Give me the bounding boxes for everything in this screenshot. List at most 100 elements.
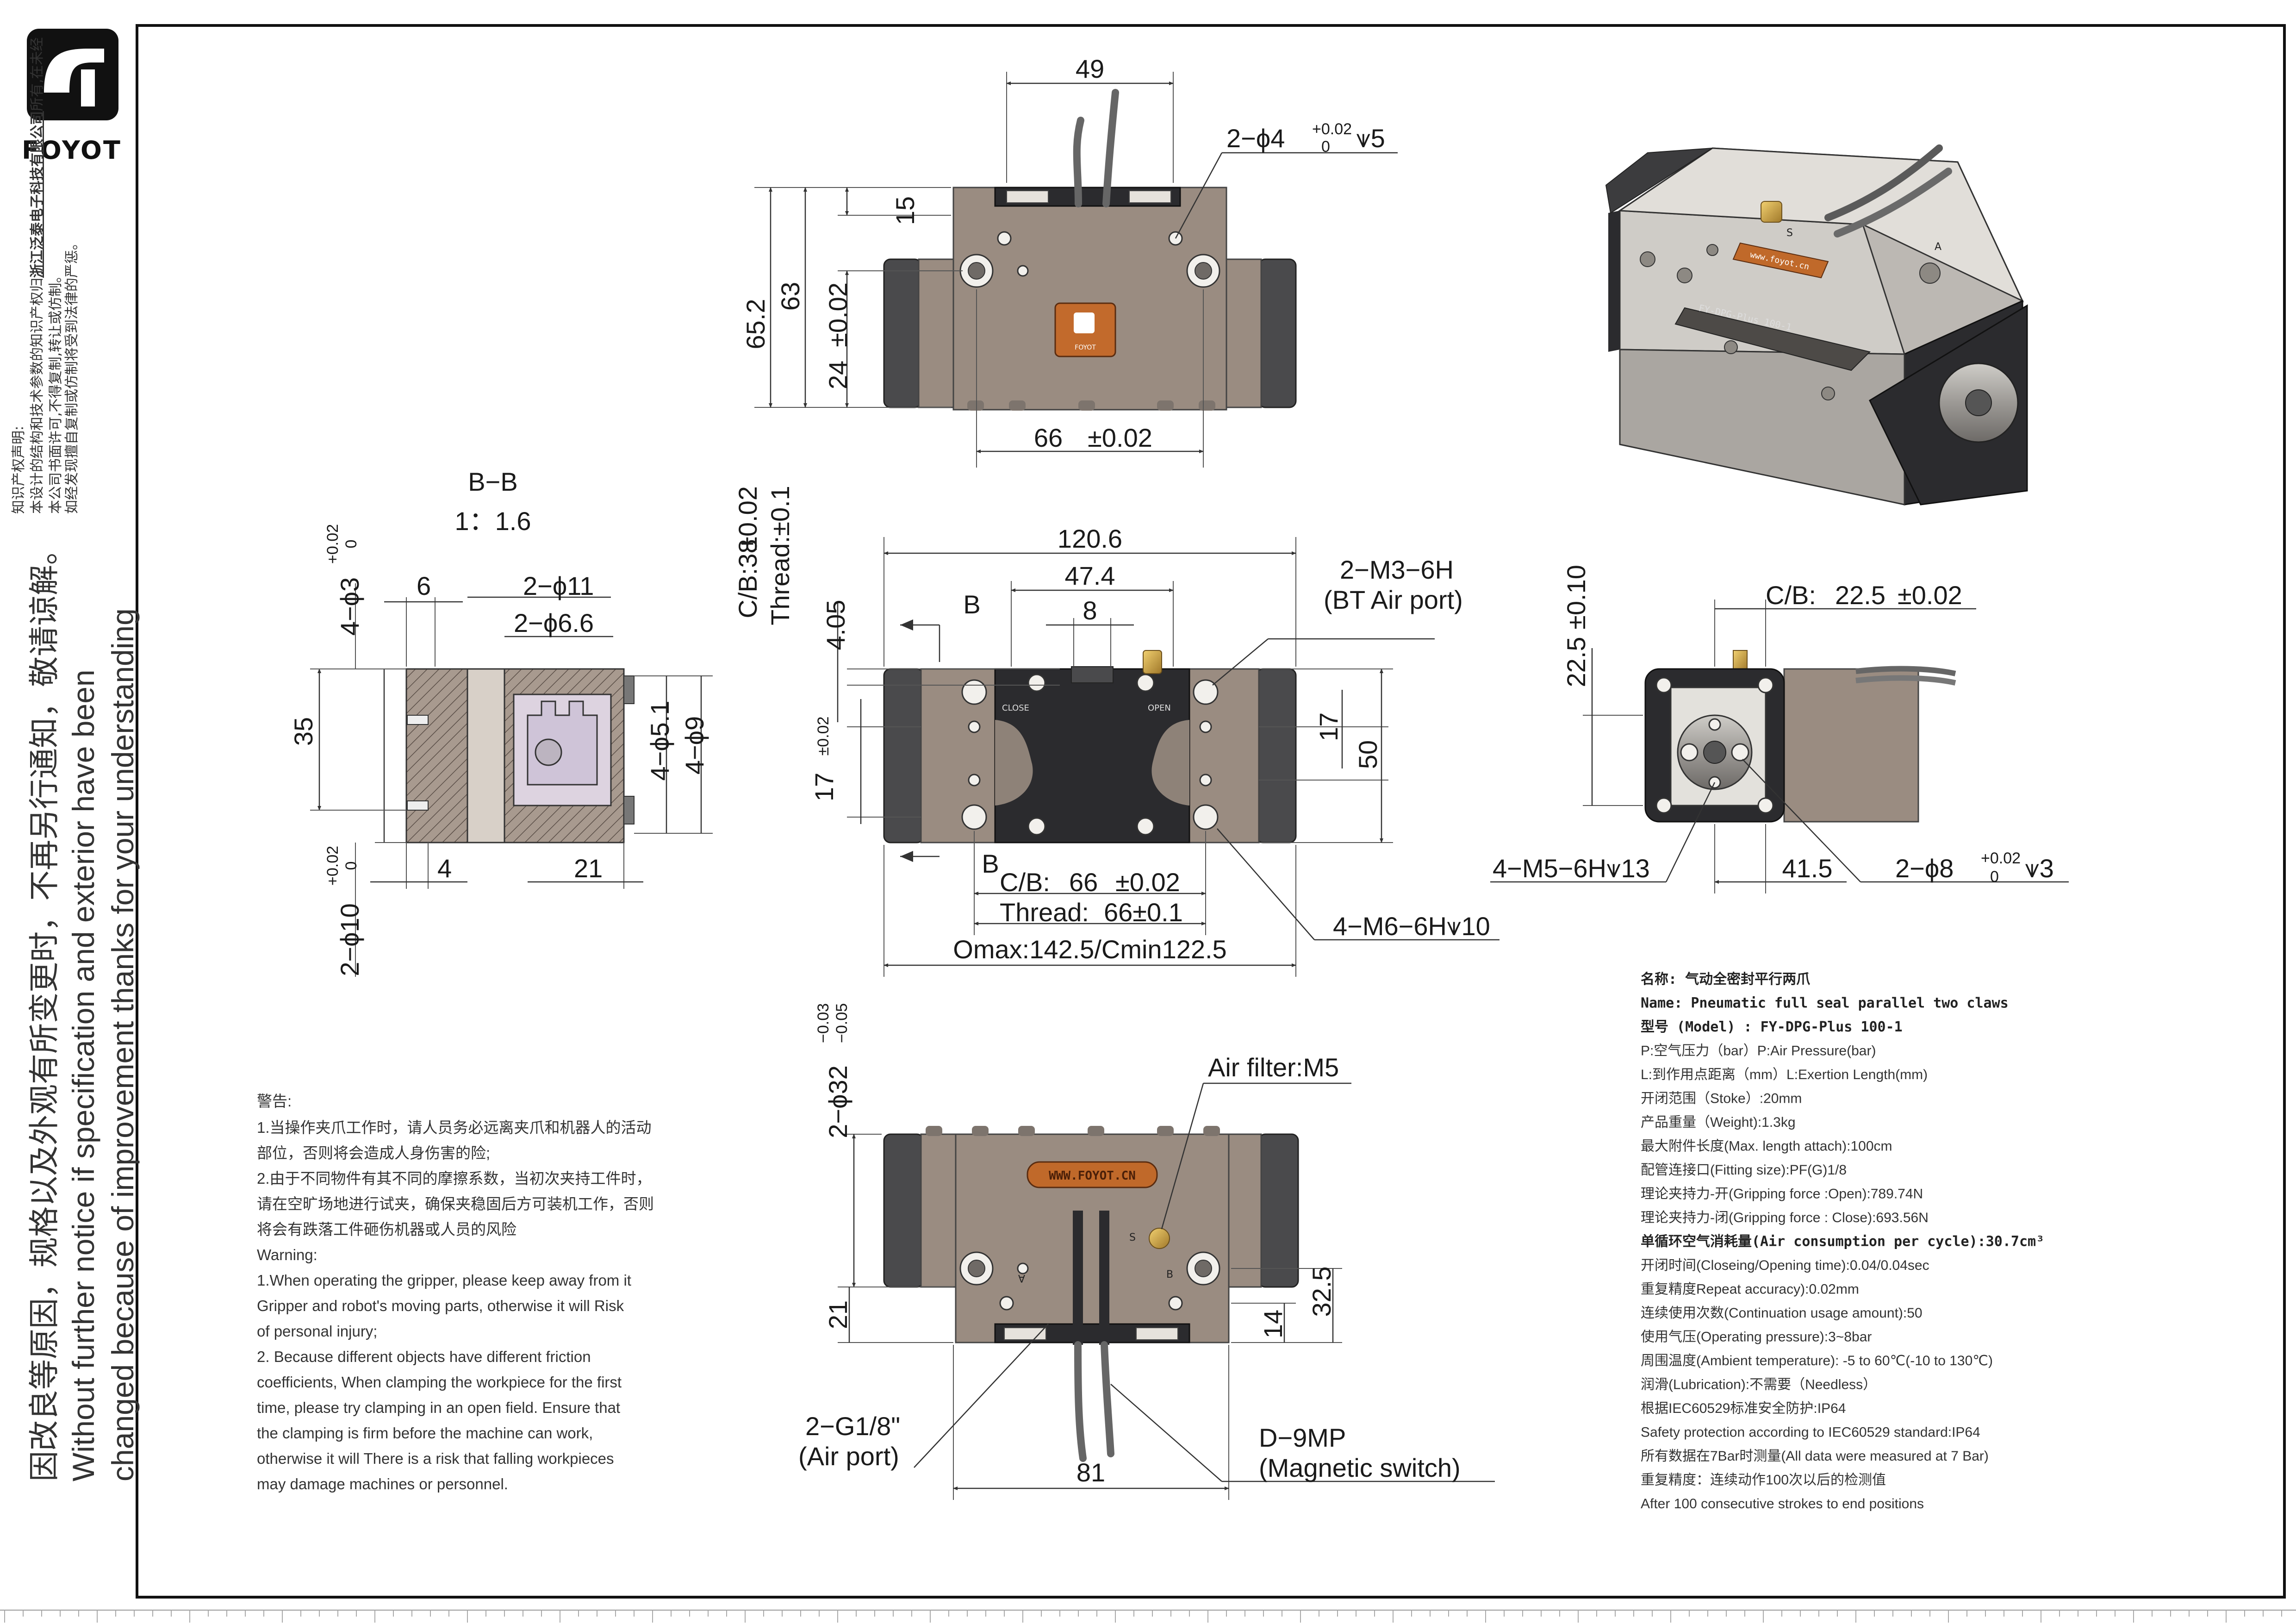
note-2x8: 2−ϕ8 bbox=[1895, 854, 1954, 883]
dim-65-2: 65.2 bbox=[741, 299, 770, 350]
dim-17-left-tol: ±0.02 bbox=[815, 717, 832, 756]
dim-omax: Omax:142.5/Cmin122.5 bbox=[953, 935, 1226, 964]
warn-en2: 2. Because different objects have differ… bbox=[257, 1348, 591, 1365]
dim-22-5-tol: ±0.10 bbox=[1562, 565, 1591, 630]
note-air-filter: Air filter:M5 bbox=[1208, 1053, 1339, 1082]
dim-63: 63 bbox=[776, 282, 805, 311]
spec-line: 产品重量（Weight):1.3kg bbox=[1641, 1115, 1796, 1130]
warn-en-title: Warning: bbox=[257, 1246, 317, 1263]
note-m3: 2−M3−6H bbox=[1340, 555, 1454, 584]
spec-line: 配管连接口(Fitting size):PF(G)1/8 bbox=[1641, 1162, 1847, 1178]
ip-line3: 如经发现擅自复制或仿制将受到法律的严惩。 bbox=[64, 236, 80, 514]
iso-port-s: S bbox=[1786, 227, 1793, 239]
dim-41-5: 41.5 bbox=[1782, 854, 1833, 883]
warnings-block: 警告: 1.当操作夹爪工作时，请人员务必远离夹爪和机器人的活动 部位，否则将会造… bbox=[257, 1093, 654, 1493]
bottom-port-b: B bbox=[1166, 1269, 1173, 1280]
note-air-port-2: (Air port) bbox=[798, 1442, 899, 1471]
dim-thread-0-1: Thread:±0.1 bbox=[765, 486, 795, 625]
spec-line: 所有数据在7Bar时测量(All data were measured at 7… bbox=[1641, 1449, 1989, 1464]
note-2x8-depth: ⩛3 bbox=[2025, 854, 2054, 883]
dim-14: 14 bbox=[1258, 1310, 1288, 1338]
dim-21: 21 bbox=[574, 854, 603, 883]
dim-4x3-low: 0 bbox=[342, 540, 360, 549]
note-magnetic-switch: (Magnetic switch) bbox=[1259, 1453, 1461, 1482]
warn-en1b: Gripper and robot's moving parts, otherw… bbox=[257, 1297, 624, 1314]
close-label: CLOSE bbox=[1002, 703, 1029, 713]
dim-2x32-up: −0.03 bbox=[815, 1003, 832, 1043]
warn-cn2b: 请在空旷场地进行试夹，确保夹稳固后方可装机工作，否则 bbox=[257, 1195, 654, 1212]
spec-line: 根据IEC60529标准安全防护:IP64 bbox=[1641, 1401, 1846, 1416]
spec-line: 理论夹持力-开(Gripping force :Open):789.74N bbox=[1641, 1187, 1923, 1202]
dim-cb22-5-label: C/B: bbox=[1766, 581, 1816, 610]
dim-15: 15 bbox=[890, 196, 920, 225]
spec-line: P:空气压力（bar）P:Air Pressure(bar) bbox=[1641, 1043, 1876, 1059]
spec-line: 连续使用次数(Continuation usage amount):50 bbox=[1641, 1305, 1923, 1321]
dim-66: 66 bbox=[1034, 423, 1063, 452]
dim-4-05: 4.05 bbox=[821, 600, 850, 650]
bottom-plate-url: WWW.FOYOT.CN bbox=[1049, 1169, 1136, 1183]
dim-81: 81 bbox=[1076, 1458, 1105, 1487]
warn-title: 警告: bbox=[257, 1093, 292, 1110]
dim-2x4-depth: ⩛5 bbox=[1356, 124, 1385, 153]
dim-cb38: C/B:38 bbox=[733, 539, 762, 618]
dim-cb38-tol: ±0.02 bbox=[733, 486, 762, 551]
warn-en1c: of personal injury; bbox=[257, 1323, 377, 1340]
dim-50: 50 bbox=[1353, 740, 1382, 769]
dim-cb66-label: C/B: bbox=[1000, 868, 1050, 897]
warn-cn2: 2.由于不同物件有其不同的摩擦系数，当初次夹持工件时， bbox=[257, 1170, 652, 1187]
spec-line: 润滑(Lubrication):不需要（Needless） bbox=[1641, 1377, 1877, 1393]
dim-49: 49 bbox=[1076, 54, 1104, 83]
dim-32-5: 32.5 bbox=[1307, 1267, 1336, 1317]
dim-2x10-up: +0.02 bbox=[324, 846, 342, 886]
spec-line: After 100 consecutive strokes to end pos… bbox=[1641, 1496, 1924, 1512]
spec-line: Safety protection according to IEC60529 … bbox=[1641, 1425, 1980, 1440]
dim-2x6-6: 2−ϕ6.6 bbox=[514, 608, 594, 637]
ip-line2: 本公司书面许可,不得复制,转让或仿制。 bbox=[48, 269, 64, 514]
top-view: FOYOT 49 2−ϕ4 +0.02 0 ⩛5 65.2 63 15 24 ±… bbox=[741, 54, 1398, 468]
drawing-border bbox=[136, 24, 2286, 1599]
dim-cb66-tol: ±0.02 bbox=[1115, 868, 1180, 897]
spec-line: L:到作用点距离（mm）L:Exertion Length(mm) bbox=[1641, 1067, 1928, 1082]
warn-en2d: the clamping is firm before the machine … bbox=[257, 1424, 593, 1442]
warn-en2c: time, please try clamping in an open fie… bbox=[257, 1399, 620, 1416]
top-badge-text: FOYOT bbox=[1075, 344, 1096, 351]
note-d9mp: D−9MP bbox=[1259, 1423, 1346, 1452]
spec-line: 重复精度Repeat accuracy):0.02mm bbox=[1641, 1282, 1859, 1297]
ip-title: 知识产权声明: bbox=[11, 426, 27, 514]
dim-6: 6 bbox=[417, 571, 431, 600]
dim-4x9: 4−ϕ9 bbox=[680, 716, 709, 775]
warn-en2f: may damage machines or personnel. bbox=[257, 1475, 508, 1493]
dim-66-tol: ±0.02 bbox=[1088, 423, 1152, 452]
spec-line: 名称: 气动全密封平行两爪 bbox=[1641, 971, 1811, 987]
dim-thread66-value: 66±0.1 bbox=[1104, 898, 1183, 927]
dim-cb22-5-value: 22.5 bbox=[1835, 581, 1885, 610]
spec-line: 型号 (Model) : FY-DPG-Plus 100-1 bbox=[1641, 1019, 1903, 1035]
dim-2x10: 2−ϕ10 bbox=[335, 903, 364, 976]
spec-line: 理论夹持力-闭(Gripping force : Close):693.56N bbox=[1641, 1210, 1929, 1225]
section-bb-view: B−B 1：1.6 35 4−ϕ3 +0.02 0 6 2−ϕ11 2−ϕ6.6 bbox=[289, 467, 713, 977]
bottom-ruler bbox=[0, 1610, 2296, 1623]
spec-line: Name: Pneumatic full seal parallel two c… bbox=[1641, 995, 2009, 1012]
dim-4: 4 bbox=[437, 854, 452, 883]
warn-cn1b: 部位，否则将会造成人身伤害的险; bbox=[257, 1144, 490, 1162]
dim-cb66-value: 66 bbox=[1069, 868, 1098, 897]
dim-47-4: 47.4 bbox=[1065, 561, 1115, 590]
logo-brand: FOYOT bbox=[22, 136, 122, 165]
spec-line: 使用气压(Operating pressure):3~8bar bbox=[1641, 1330, 1872, 1345]
dim-21-bottom: 21 bbox=[823, 1300, 852, 1329]
warn-cn1: 1.当操作夹爪工作时，请人员务必远离夹爪和机器人的活动 bbox=[257, 1119, 652, 1136]
spec-list: 名称: 气动全密封平行两爪 Name: Pneumatic full seal p… bbox=[1641, 971, 2044, 1512]
change-notice-en2: changed because of improvement thanks fo… bbox=[106, 608, 140, 1481]
dim-8: 8 bbox=[1083, 596, 1097, 625]
note-air-port: 2−G1/8" bbox=[805, 1412, 900, 1441]
dim-2x4-tol-up: +0.02 bbox=[1312, 120, 1352, 138]
note-bt-port: (BT Air port) bbox=[1324, 585, 1463, 614]
note-2x8-low: 0 bbox=[1990, 868, 1999, 886]
dim-2x4-tol-low: 0 bbox=[1321, 138, 1330, 156]
iso-port-a: A bbox=[1935, 241, 1941, 253]
spec-line: 开闭时间(Closeing/Opening time):0.04/0.04sec bbox=[1641, 1258, 1929, 1273]
warn-en1: 1.When operating the gripper, please kee… bbox=[257, 1272, 631, 1289]
warn-en2b: coefficients, When clamping the workpiec… bbox=[257, 1374, 622, 1391]
section-mark-top: B bbox=[963, 590, 980, 619]
